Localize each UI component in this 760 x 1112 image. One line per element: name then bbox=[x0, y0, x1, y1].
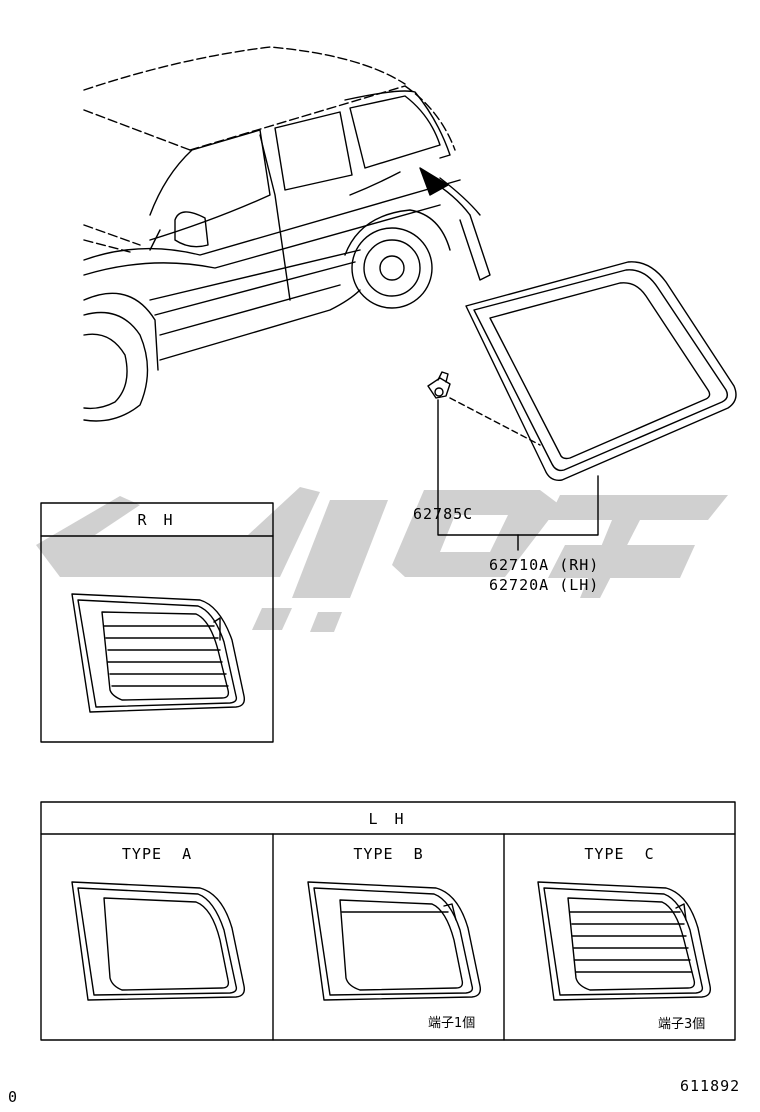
lh-box-title: L H bbox=[368, 810, 408, 828]
glass-rh-part-number: 62710A (RH) bbox=[489, 556, 600, 574]
lh-type-c-glass bbox=[537, 881, 712, 1001]
type-a-label: TYPE A bbox=[121, 845, 193, 863]
type-b-label: TYPE B bbox=[353, 845, 424, 863]
rh-box-title: R H bbox=[137, 511, 177, 529]
diagram-number: 611892 bbox=[680, 1077, 741, 1095]
rh-glass-drawing bbox=[71, 593, 246, 713]
lh-type-b-glass bbox=[307, 881, 482, 1001]
type-c-label: TYPE C bbox=[584, 845, 655, 863]
glass-lh-part-number: 62720A (LH) bbox=[489, 576, 600, 594]
clip-part-number: 62785C bbox=[413, 505, 474, 523]
footer-left-code: 0 bbox=[8, 1088, 19, 1106]
lh-type-a-glass bbox=[71, 881, 246, 1001]
type-b-note: 端子1個 bbox=[428, 1016, 476, 1031]
type-c-note: 端子3個 bbox=[658, 1017, 706, 1032]
